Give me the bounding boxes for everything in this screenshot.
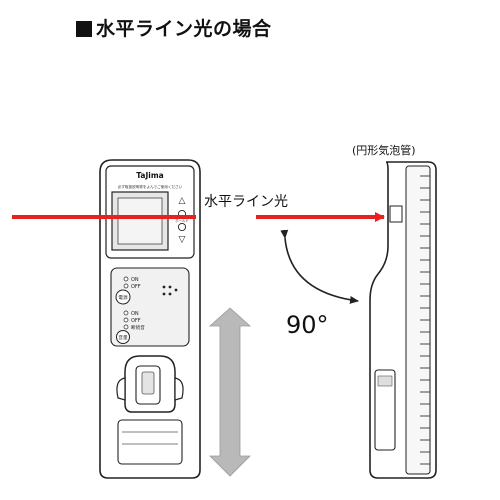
power-button[interactable] [115, 289, 131, 305]
brand-logo: TaJima [136, 171, 163, 180]
base-plate [117, 419, 183, 465]
sound-button-label: 音量 [118, 334, 128, 341]
led-dot [162, 292, 166, 296]
off-label: OFF [131, 284, 141, 290]
sound-on-indicator [123, 310, 129, 316]
sound-mode-label: 断続音 [131, 324, 145, 331]
down-button[interactable]: ▽ [179, 235, 186, 245]
sound-on-label: ON [131, 311, 139, 317]
led-dot [162, 285, 166, 289]
off-indicator [123, 283, 129, 289]
angle-label: 90° [286, 311, 329, 339]
led-dot [174, 288, 178, 292]
power-button-label: 電源 [118, 294, 128, 301]
clamp-wing-right [174, 377, 184, 401]
notice-text: 必ず取扱説明書をよんでご使用ください [118, 184, 183, 189]
up-button[interactable]: △ [179, 196, 186, 206]
angle-arc [280, 229, 359, 304]
clamp-knob-grip [141, 371, 155, 395]
on-label: ON [131, 277, 139, 283]
line-label: 水平ライン光 [204, 194, 288, 210]
sound-off-label: OFF [131, 318, 141, 324]
sound-mode-indicator [123, 324, 129, 330]
device-side-view [369, 161, 437, 479]
led-dot [168, 292, 172, 296]
side-clamp [374, 369, 396, 451]
center-button-lower[interactable] [177, 222, 187, 232]
on-indicator [123, 276, 129, 282]
vertical-movement-arrow [208, 307, 252, 477]
clamp-wing-left [116, 377, 126, 401]
led-dot [168, 285, 172, 289]
scale-ticks [420, 175, 430, 465]
title-text: 水平ライン光の場合 [96, 18, 272, 40]
side-clamp-detail [377, 375, 393, 387]
sound-button[interactable] [116, 330, 130, 344]
receiver-device: TaJima 必ず取扱説明書をよんでご使用ください △ ホールド ▽ ON OF… [99, 159, 201, 479]
lcd-screen [117, 197, 163, 245]
title-square-marker [76, 21, 92, 37]
sound-off-indicator [123, 317, 129, 323]
center-button-label: ホールド [175, 218, 189, 223]
vial-label: (円形気泡管) [352, 143, 416, 157]
page-title: 水平ライン光の場合 [76, 14, 272, 41]
bubble-vial [389, 205, 403, 223]
